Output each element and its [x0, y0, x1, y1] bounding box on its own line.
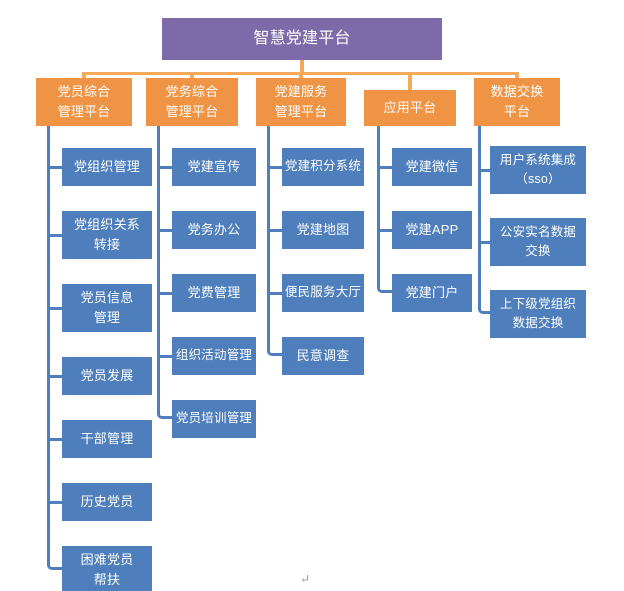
column-5-spine [478, 126, 491, 314]
leaf-box-c1-1[interactable]: 党组织管理 [62, 148, 152, 186]
level2-drop-connector [82, 72, 86, 79]
column-2-stub-3 [157, 292, 172, 295]
leaf-box-c3-4-label-line-1: 民意调查 [296, 347, 350, 363]
leaf-box-c5-1[interactable]: 用户系统集成 （sso） [490, 146, 586, 194]
column-2-stub-2 [157, 229, 172, 232]
leaf-box-c3-2-label-line-1: 党建地图 [296, 221, 350, 237]
level2-box-2[interactable]: 党务综合管理平台 [146, 78, 238, 126]
leaf-box-c2-4[interactable]: 组织活动管理 [172, 337, 256, 375]
level2-box-2-label-line-1: 党务综合 [165, 83, 219, 99]
leaf-box-c2-2[interactable]: 党务办公 [172, 211, 256, 249]
column-1-stub-2 [47, 234, 62, 237]
column-1-stub-5 [47, 438, 62, 441]
level2-drop-connector [515, 72, 519, 79]
leaf-box-c4-1[interactable]: 党建微信 [392, 148, 472, 186]
column-4-stub-1 [377, 166, 392, 169]
leaf-box-c1-4-label-line-1: 党员发展 [80, 367, 134, 383]
leaf-box-c1-7-label-line-1: 困难党员 [80, 551, 134, 567]
column-4-spine [377, 126, 393, 293]
root-stem-connector [300, 60, 304, 75]
level2-drop-connector [408, 72, 412, 91]
column-3-stub-3 [267, 292, 282, 295]
level2-box-3-label-line-1: 党建服务 [274, 83, 328, 99]
leaf-box-c5-2-label-line-1: 公安实名数据 [499, 224, 577, 239]
level2-box-1[interactable]: 党员综合管理平台 [36, 78, 132, 126]
leaf-box-c5-2[interactable]: 公安实名数据交换 [490, 218, 586, 266]
column-2-stub-1 [157, 166, 172, 169]
column-1-stub-6 [47, 501, 62, 504]
leaf-box-c2-1-label-line-1: 党建宣传 [187, 158, 241, 174]
column-5-stub-1 [478, 169, 490, 172]
leaf-box-c3-2[interactable]: 党建地图 [282, 211, 364, 249]
level2-box-4[interactable]: 应用平台 [364, 90, 456, 126]
level2-drop-connector [299, 72, 303, 79]
leaf-box-c1-7-label-line-2: 帮扶 [93, 572, 121, 587]
level2-box-4-label-line-1: 应用平台 [383, 99, 437, 115]
column-3-stub-1 [267, 166, 282, 169]
root-title-line-1: 智慧党建平台 [253, 29, 351, 47]
leaf-box-c4-2[interactable]: 党建APP [392, 211, 472, 249]
leaf-box-c5-3[interactable]: 上下级党组织数据交换 [490, 290, 586, 338]
column-3-spine [267, 126, 283, 356]
leaf-box-c1-5-label-line-1: 干部管理 [80, 430, 134, 446]
level2-box-1-label-line-2: 管理平台 [57, 104, 111, 119]
leaf-box-c5-3-label-line-2: 数据交换 [512, 316, 564, 330]
leaf-box-c2-5-label-line-1: 党员培训管理 [175, 411, 253, 426]
leaf-box-c4-2-label-line-1: 党建APP [405, 221, 459, 237]
leaf-box-c2-3[interactable]: 党费管理 [172, 274, 256, 312]
leaf-box-c1-6[interactable]: 历史党员 [62, 483, 152, 521]
leaf-box-c5-3-label-line-1: 上下级党组织 [499, 296, 577, 311]
level2-box-3[interactable]: 党建服务管理平台 [256, 78, 346, 126]
leaf-box-c3-3-label-line-1: 便民服务大厅 [284, 285, 362, 300]
leaf-box-c1-3-label-line-2: 管理 [93, 310, 121, 325]
level2-box-2-label-line-2: 管理平台 [165, 104, 219, 119]
level2-box-5[interactable]: 数据交换平台 [474, 78, 560, 126]
leaf-box-c2-2-label-line-1: 党务办公 [187, 221, 241, 237]
leaf-box-c1-1-label-line-1: 党组织管理 [73, 158, 140, 174]
leaf-box-c4-3-label-line-1: 党建门户 [405, 284, 459, 300]
leaf-box-c2-1[interactable]: 党建宣传 [172, 148, 256, 186]
leaf-box-c1-6-label-line-1: 历史党员 [80, 493, 134, 509]
leaf-box-c2-4-label-line-1: 组织活动管理 [175, 348, 253, 363]
root-title-box: 智慧党建平台 [162, 18, 442, 60]
leaf-box-c4-3[interactable]: 党建门户 [392, 274, 472, 312]
column-2-spine [157, 126, 173, 419]
column-1-spine [47, 126, 63, 570]
column-2-stub-4 [157, 355, 172, 358]
column-3-stub-2 [267, 229, 282, 232]
column-1-stub-1 [47, 166, 62, 169]
leaf-box-c1-5[interactable]: 干部管理 [62, 420, 152, 458]
leaf-box-c3-1-label-line-1: 党建积分系统 [284, 159, 362, 174]
leaf-box-c1-4[interactable]: 党员发展 [62, 357, 152, 395]
leaf-box-c1-7[interactable]: 困难党员帮扶 [62, 546, 152, 591]
leaf-box-c4-1-label-line-1: 党建微信 [405, 158, 459, 174]
level2-box-1-label-line-1: 党员综合 [57, 83, 111, 99]
leaf-box-c1-3[interactable]: 党员信息管理 [62, 284, 152, 332]
leaf-box-c1-2-label-line-2: 转接 [93, 237, 121, 252]
column-1-stub-3 [47, 307, 62, 310]
leaf-box-c3-3[interactable]: 便民服务大厅 [282, 274, 364, 312]
level2-box-3-label-line-2: 管理平台 [274, 104, 328, 119]
leaf-box-c2-3-label-line-1: 党费管理 [187, 284, 241, 300]
level2-drop-connector [190, 72, 194, 79]
column-5-stub-2 [478, 241, 490, 244]
paragraph-mark: ↵ [300, 572, 311, 586]
leaf-box-c5-1-label-line-1: 用户系统集成 [499, 152, 577, 167]
leaf-box-c3-1[interactable]: 党建积分系统 [282, 148, 364, 186]
level2-box-5-label-line-2: 平台 [503, 104, 531, 119]
leaf-box-c2-5[interactable]: 党员培训管理 [172, 400, 256, 438]
leaf-box-c1-2-label-line-1: 党组织关系 [73, 216, 140, 232]
leaf-box-c3-4[interactable]: 民意调查 [282, 337, 364, 375]
level2-box-5-label-line-1: 数据交换 [490, 83, 544, 99]
column-1-stub-4 [47, 375, 62, 378]
leaf-box-c5-2-label-line-2: 交换 [525, 244, 551, 258]
leaf-box-c5-1-label-line-2: （sso） [515, 172, 561, 186]
leaf-box-c1-3-label-line-1: 党员信息 [80, 289, 134, 305]
column-4-stub-2 [377, 229, 392, 232]
leaf-box-c1-2[interactable]: 党组织关系转接 [62, 211, 152, 259]
